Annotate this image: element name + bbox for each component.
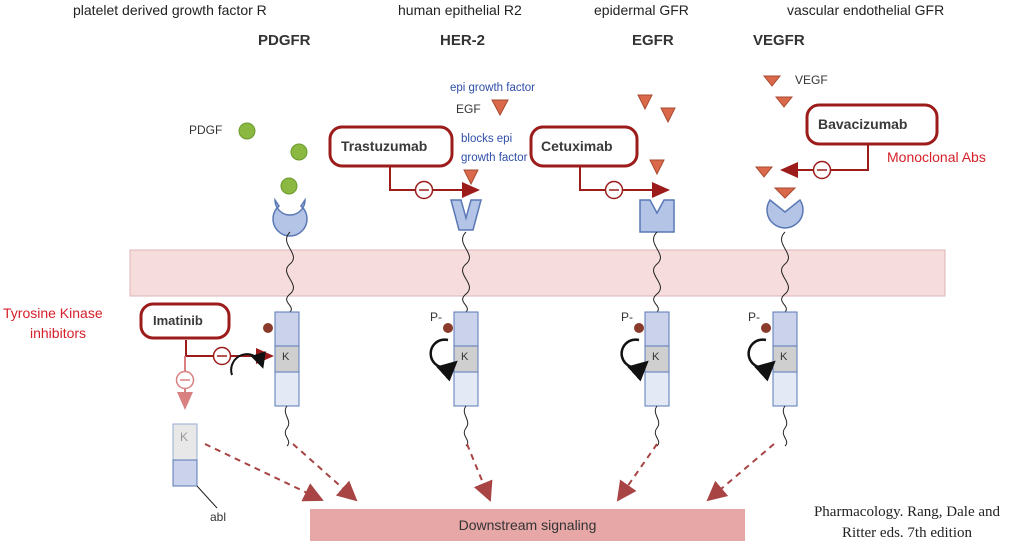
- imatinib-label: Imatinib: [153, 313, 203, 328]
- egf-note: epi growth factor: [450, 82, 536, 94]
- downstream-arrows: [204, 443, 775, 502]
- egf-label: EGF: [456, 102, 481, 116]
- pdgfr-receptor: [238, 122, 308, 447]
- vegf-ligands: [754, 75, 797, 199]
- egfr-ligands: [637, 94, 676, 176]
- trastuzumab-box: [328, 125, 454, 168]
- pdgfr-binding-domain: [272, 197, 308, 237]
- bavacizumab-box: [805, 103, 939, 146]
- her2-phospho-label: P-: [430, 310, 442, 324]
- downstream-label: Downstream signaling: [458, 517, 597, 533]
- her2-long-name: human epithelial R2: [398, 2, 522, 18]
- trastuzumab-note-2: growth factor: [461, 152, 528, 164]
- trastuzumab-inhibition-arrow: [389, 165, 480, 200]
- pdgfr-label: PDGFR: [258, 32, 311, 49]
- pdgf-ligand: [238, 122, 308, 195]
- monoclonal-abs-label: Monoclonal Abs: [887, 149, 986, 165]
- pdgfr-kinase-label: K: [282, 351, 290, 363]
- trastuzumab-note-1: blocks epi: [461, 133, 513, 145]
- egfr-long-name: epidermal GFR: [594, 2, 689, 18]
- egfr-receptor: [620, 94, 676, 447]
- tki-label-line1: Tyrosine Kinase: [3, 305, 103, 321]
- her2-receptor: [429, 99, 509, 447]
- citation: Pharmacology. Rang, Dale and Ritter eds.…: [790, 502, 1024, 544]
- cetuximab-box: [529, 125, 639, 168]
- her2-binding-domain: [450, 199, 482, 231]
- tki-label-line2: inhibitors: [30, 325, 87, 341]
- her2-label: HER-2: [440, 32, 486, 49]
- her2-kinase-label: K: [461, 351, 469, 363]
- vegfr-kinase-label: K: [780, 351, 788, 363]
- pdgf-label: PDGF: [189, 123, 223, 137]
- imatinib-box: [139, 302, 231, 340]
- egfr-label: EGFR: [632, 32, 674, 49]
- bavacizumab-inhibition-arrow: [780, 143, 869, 180]
- abl-kinase: [172, 423, 218, 509]
- imatinib-inhibition-arrows: [175, 340, 274, 410]
- abl-label: abl: [210, 510, 227, 524]
- vegfr-receptor: [747, 75, 804, 447]
- egfr-kinase-label: K: [652, 351, 660, 363]
- bavacizumab-label: Bavacizumab: [818, 116, 908, 132]
- cetuximab-label: Cetuximab: [541, 138, 613, 154]
- vegfr-binding-domain: [766, 198, 804, 229]
- cetuximab-inhibition-arrow: [579, 165, 670, 200]
- egfr-binding-domain: [639, 199, 675, 233]
- citation-line2: Ritter eds. 7th edition: [842, 525, 972, 541]
- vegf-label: VEGF: [795, 73, 828, 87]
- pdgfr-long-name: platelet derived growth factor R: [73, 2, 267, 18]
- egf-ligand: [463, 99, 509, 186]
- cell-membrane: [129, 249, 946, 297]
- downstream-box: [310, 509, 745, 541]
- abl-kinase-label: K: [180, 430, 189, 444]
- citation-line1: Pharmacology. Rang, Dale and: [813, 504, 1001, 520]
- vegfr-label: VEGFR: [753, 32, 805, 49]
- trastuzumab-label: Trastuzumab: [341, 138, 428, 154]
- vegfr-phospho-label: P-: [748, 310, 760, 324]
- egfr-phospho-label: P-: [621, 310, 633, 324]
- vegfr-long-name: vascular endothelial GFR: [787, 2, 945, 18]
